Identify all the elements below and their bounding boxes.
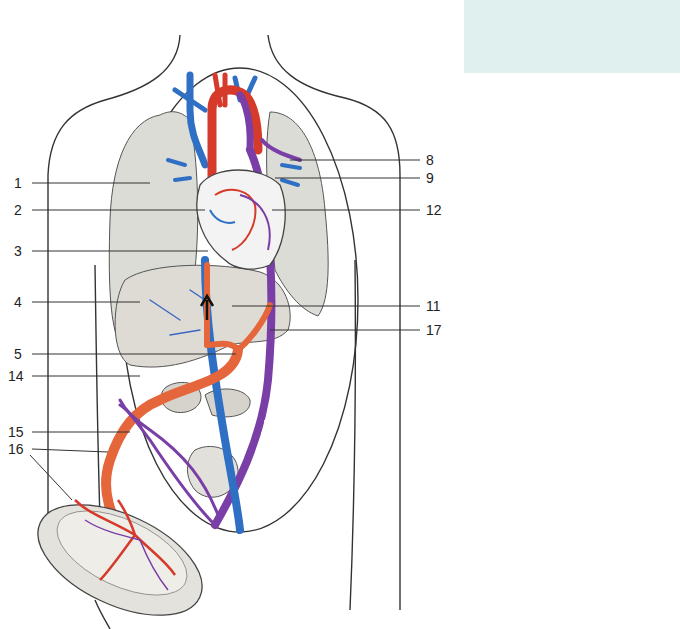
vessels xyxy=(106,75,300,540)
callout-number: 5 xyxy=(14,345,22,363)
callout-number: 15 xyxy=(8,423,24,441)
callout-number: 3 xyxy=(14,242,22,260)
callout-number: 17 xyxy=(426,321,442,339)
heart xyxy=(197,170,285,269)
callout-number: 9 xyxy=(426,169,434,187)
kidney xyxy=(205,389,250,417)
callout-number: 14 xyxy=(8,367,24,385)
callout-number: 16 xyxy=(8,440,24,458)
callout-number: 8 xyxy=(426,151,434,169)
flow-arrow xyxy=(262,420,273,442)
callout-number: 11 xyxy=(426,297,441,315)
header-panel xyxy=(464,0,680,73)
callout-number: 4 xyxy=(14,293,22,311)
placenta xyxy=(21,482,219,629)
flow-arrow xyxy=(201,296,213,320)
callout-number: 12 xyxy=(426,201,442,219)
callout-number: 2 xyxy=(14,201,22,219)
callout-number: 1 xyxy=(14,174,22,192)
leader-lines xyxy=(30,160,420,500)
